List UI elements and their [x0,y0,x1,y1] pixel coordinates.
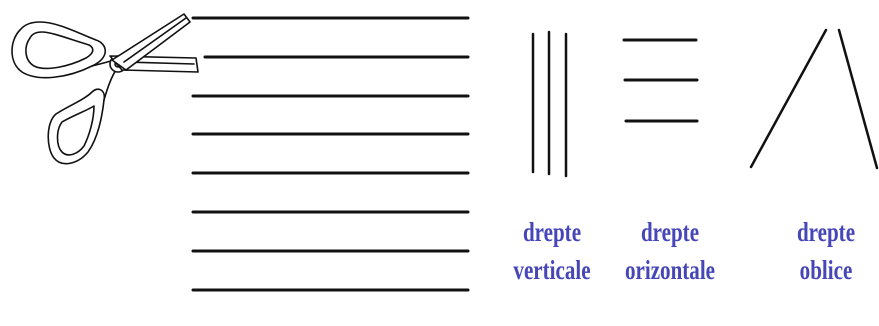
label-vertical-line1: drepte [505,213,599,251]
oblique-lines-example [751,30,877,168]
label-vertical-line2: verticale [505,251,599,289]
vertical-lines-example [533,32,566,176]
label-horizontal-line2: orizontale [623,251,717,289]
horizontal-lines-example [624,40,697,121]
label-oblique-lines: drepte oblice [779,213,873,289]
oblique-line [839,30,877,168]
label-horizontal-lines: drepte orizontale [623,213,717,289]
label-oblique-line2: oblice [779,251,873,289]
label-oblique-line1: drepte [779,213,873,251]
label-vertical-lines: drepte verticale [505,213,599,289]
oblique-line [751,30,826,167]
label-horizontal-line1: drepte [623,213,717,251]
horizontal-lines-block [193,18,468,290]
scissors-icon [12,14,198,164]
